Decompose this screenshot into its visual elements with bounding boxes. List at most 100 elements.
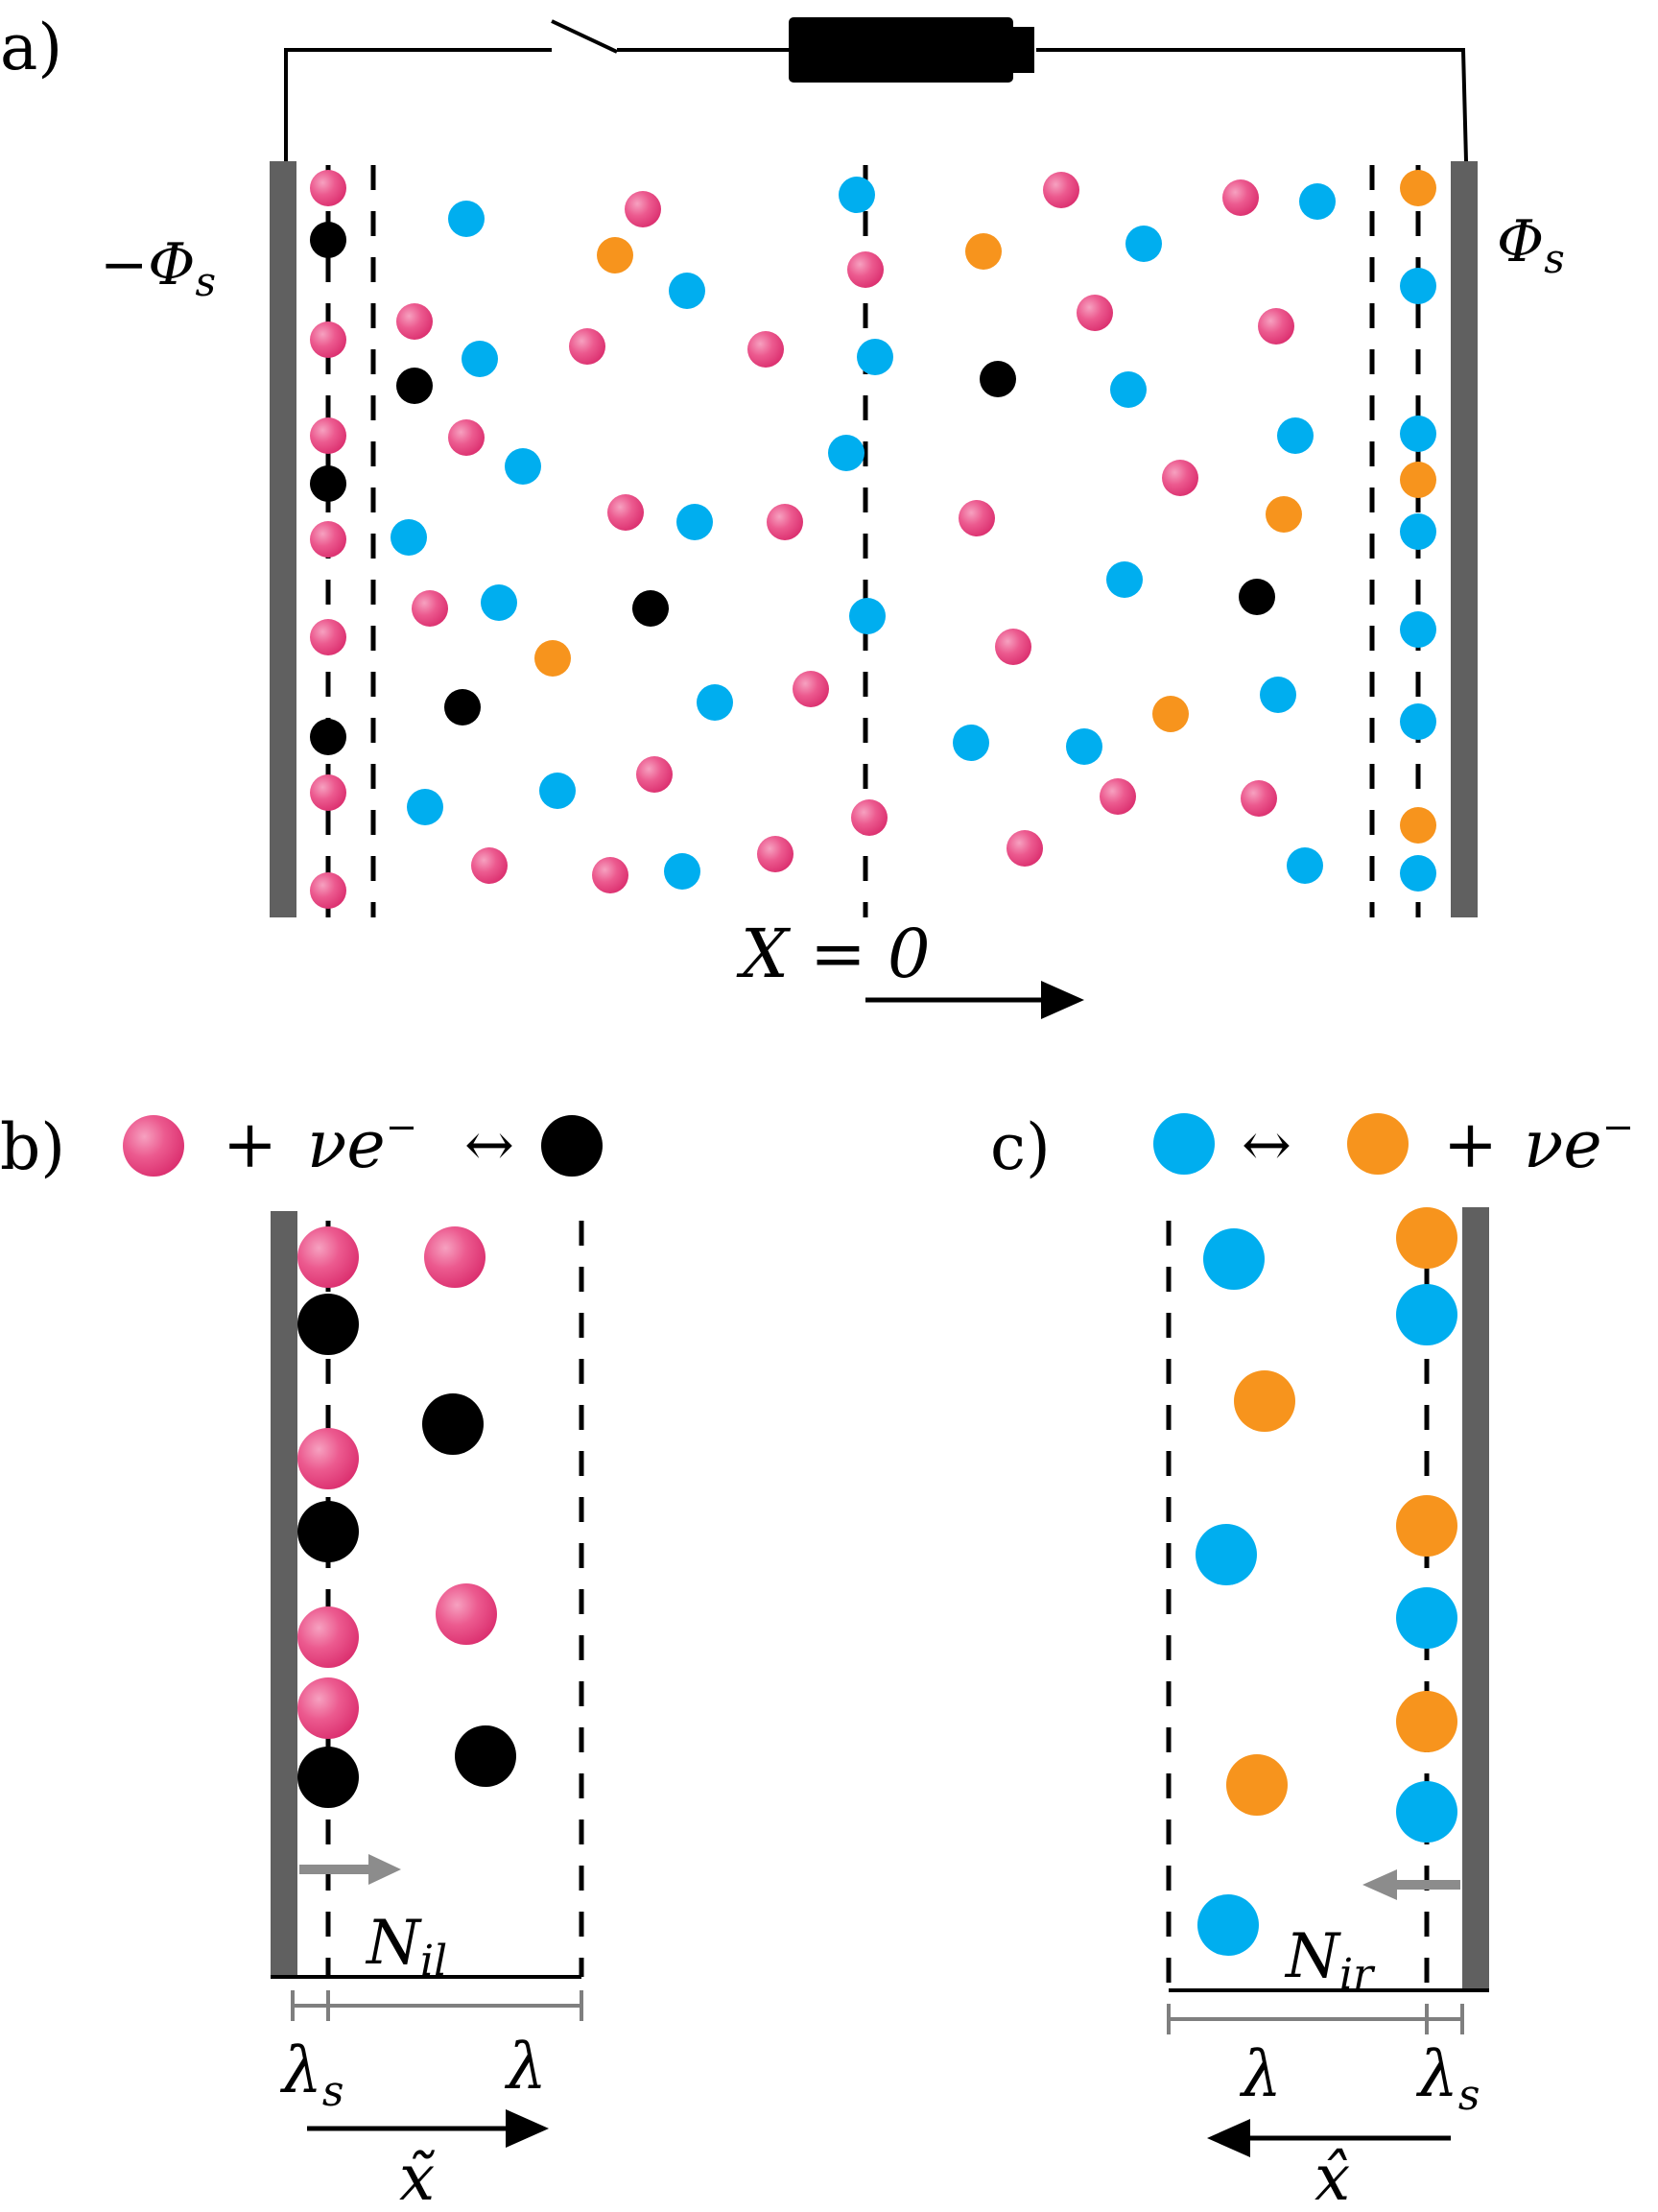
dimension-bar-c (1167, 2004, 1464, 2034)
blue-particle (1125, 226, 1162, 262)
blue-particle (1066, 728, 1102, 765)
blue-particle (857, 339, 893, 375)
region-label-c: Nir (1284, 1921, 1376, 1999)
blue-particle (448, 201, 485, 237)
black-particle (422, 1393, 484, 1455)
pink-particle (396, 303, 433, 340)
black-particle (1239, 579, 1275, 615)
blue-particle (676, 504, 713, 540)
pink-particle (1007, 830, 1043, 867)
blue-particle (1106, 561, 1143, 598)
pink-particle (310, 417, 346, 454)
black-particle (310, 465, 346, 502)
reaction-b-arrow: ↔ (464, 1109, 514, 1179)
blue-particle (1196, 1524, 1257, 1585)
pink-particle (636, 756, 673, 793)
lambda-s-label-b: λs (279, 2034, 343, 2116)
blue-particle (697, 684, 733, 721)
blue-particle (505, 448, 541, 485)
flux-arrow-c (1362, 1869, 1460, 1900)
left-electrode-b (271, 1211, 297, 1977)
reaction-orange-particle (1347, 1113, 1409, 1175)
panel-c: c) ↔ + νe− Nir λ λs (990, 1106, 1634, 2212)
blue-particle (1396, 1781, 1457, 1843)
reaction-pink-particle (123, 1115, 184, 1177)
pink-particle (1043, 172, 1079, 208)
pink-particle (757, 836, 793, 872)
blue-particle (1396, 1587, 1457, 1649)
pink-particle (297, 1428, 359, 1489)
pink-particle (625, 191, 661, 227)
blue-particle (1203, 1228, 1265, 1290)
panel-c-label: c) (990, 1110, 1051, 1184)
orange-particle (1152, 696, 1189, 732)
origin-label: X = 0 (736, 915, 931, 993)
switch-lever (551, 19, 618, 54)
pink-particle (310, 321, 346, 358)
left-electrode (270, 161, 296, 917)
panel-b-label: b) (0, 1110, 65, 1184)
blue-particle (849, 598, 886, 634)
reaction-b-electrons: νe− (307, 1106, 417, 1183)
blue-particle (391, 519, 427, 556)
pink-particle (767, 504, 803, 540)
right-electrode (1451, 161, 1478, 917)
orange-particle (1266, 496, 1302, 533)
pink-particle (851, 799, 888, 836)
pink-particle (471, 847, 508, 884)
reaction-c-electrons: νe− (1524, 1106, 1634, 1183)
orange-particle (1234, 1370, 1295, 1432)
orange-particle (1396, 1207, 1457, 1269)
reaction-c-plus: + (1443, 1107, 1498, 1183)
circuit-wire (284, 48, 1468, 162)
right-potential-label: Φs (1497, 208, 1565, 282)
orange-particle (597, 237, 633, 274)
blue-particle (481, 584, 517, 621)
dimension-bar-b (291, 1990, 583, 2021)
black-particle (632, 590, 669, 627)
black-particle (444, 689, 481, 725)
blue-particle (839, 177, 875, 213)
blue-particle (1277, 417, 1314, 454)
orange-particle (534, 640, 571, 677)
blue-particle (407, 789, 443, 825)
left-potential-label: −Φs (100, 231, 216, 305)
blue-particle (1400, 703, 1436, 740)
panel-a-label: a) (0, 11, 62, 84)
blue-particle (1396, 1284, 1457, 1345)
blue-particle (1299, 183, 1336, 220)
pink-particle (1162, 460, 1198, 496)
blue-particle (669, 273, 705, 309)
orange-particle (1400, 462, 1436, 498)
black-particle (310, 719, 346, 755)
blue-particle (828, 435, 865, 471)
pink-particle (1258, 308, 1294, 345)
pink-particle (448, 419, 485, 456)
blue-particle (1400, 855, 1436, 892)
lambda-s-label-c: λs (1415, 2037, 1480, 2120)
pink-particle (592, 857, 628, 893)
black-particle (396, 368, 433, 404)
pink-particle (959, 500, 995, 536)
right-electrode-c (1462, 1207, 1489, 1992)
pink-particle (310, 619, 346, 655)
pink-particle (412, 590, 448, 627)
black-particle (310, 222, 346, 258)
pink-particle (297, 1677, 359, 1739)
panel-a: a) −Φs Φs X = (0, 11, 1565, 1019)
black-particle (297, 1501, 359, 1562)
pink-particle (793, 671, 829, 707)
pink-particle (1100, 778, 1136, 815)
orange-particle (1400, 170, 1436, 206)
particle-layer-a (310, 170, 1436, 909)
pink-particle (297, 1606, 359, 1668)
orange-particle (1396, 1495, 1457, 1557)
panel-b: b) + νe− ↔ Nil λ (0, 1106, 603, 2212)
orange-particle (1226, 1754, 1288, 1816)
blue-particle (1400, 611, 1436, 648)
pink-particle (995, 629, 1031, 665)
blue-particle (1110, 371, 1147, 408)
reaction-black-particle (541, 1115, 603, 1177)
orange-particle (1400, 807, 1436, 844)
